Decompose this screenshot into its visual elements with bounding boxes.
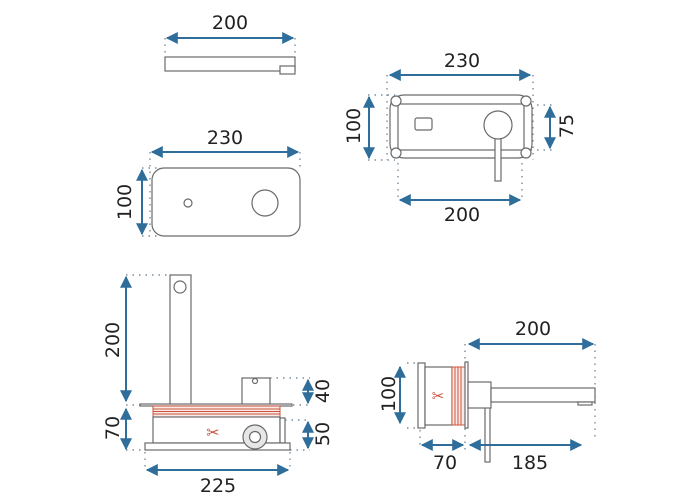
- scissors-cut-icon: ✂: [432, 387, 445, 405]
- side-body-view: 200 70 ✂ 40 50 225: [102, 274, 334, 497]
- inlet-bore: [248, 430, 262, 444]
- spout-outlet: [173, 280, 187, 294]
- box-side-rail: [279, 417, 286, 444]
- dimension-label-spout-height: 200: [102, 322, 124, 358]
- handle-rosette: [483, 110, 513, 140]
- diverter-opening: [414, 117, 433, 131]
- spout: [490, 387, 596, 403]
- plate-tab: [279, 65, 296, 75]
- corner-lug: [390, 95, 402, 107]
- cover-plate-top: [164, 56, 296, 72]
- corner-lug: [520, 95, 532, 107]
- handle-body: [467, 381, 492, 409]
- dimension-label-width: 200: [212, 12, 248, 34]
- cover-plate-front: [151, 167, 301, 237]
- dimension-label-inner-height: 75: [556, 114, 578, 138]
- dimension-label-total-spout: 200: [515, 318, 551, 340]
- dimension-label-height: 100: [114, 184, 136, 220]
- dimension-label-outer-width: 230: [444, 50, 480, 72]
- spout-aerator: [577, 401, 593, 406]
- dimension-label-spout-length: 185: [512, 452, 548, 474]
- diverter-hole: [183, 198, 193, 208]
- front-assembly-view: 230 100 75 200: [343, 50, 578, 226]
- handle-lever: [494, 137, 502, 182]
- dimension-label-inner-width: 200: [444, 204, 480, 226]
- dimension-label-box-depth: 70: [433, 452, 457, 474]
- side-profile-view: 200 100 ✂ 70 185: [378, 318, 596, 474]
- dimension-label-height: 100: [378, 376, 400, 412]
- cartridge-pin: [251, 377, 259, 385]
- handle-hole: [251, 189, 279, 217]
- dimension-label-body-depth: 70: [102, 416, 124, 440]
- dimension-label-height: 100: [343, 108, 365, 144]
- base-plate: [144, 442, 291, 451]
- spout-column: [169, 274, 192, 406]
- corner-lug: [390, 147, 402, 159]
- front-plate-view: 230 100: [114, 127, 301, 237]
- dimension-label-width: 230: [207, 127, 243, 149]
- dimension-label-width: 225: [200, 475, 236, 497]
- corner-lug: [520, 147, 532, 159]
- dimension-label-box-height: 50: [312, 422, 334, 446]
- back-plate: [417, 362, 426, 429]
- top-view: 200: [164, 12, 296, 75]
- dimension-label-cover-offset: 40: [312, 379, 334, 403]
- scissors-cut-icon: ✂: [206, 423, 219, 442]
